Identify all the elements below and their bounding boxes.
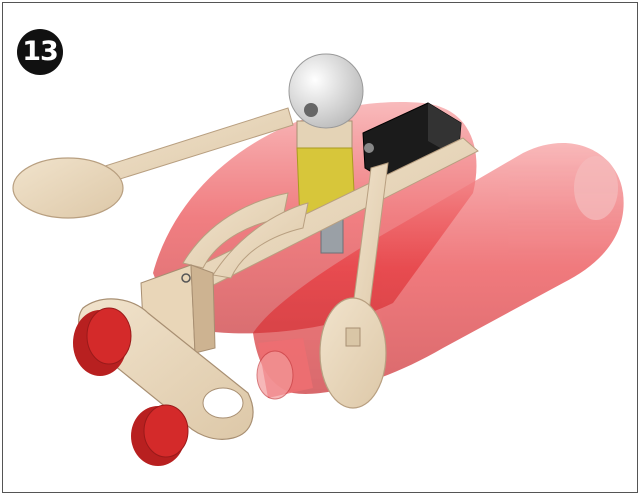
- motor-assembly: [288, 53, 364, 254]
- step-number-badge: 13: [17, 29, 63, 75]
- bottle-cap-lower: [131, 404, 189, 466]
- assembly-illustration: [12, 53, 624, 466]
- illustration-frame: 13: [2, 2, 638, 493]
- left-paddle-arm: [12, 107, 294, 219]
- bottle-cap-upper: [73, 307, 132, 376]
- right-paddle-arm: [319, 162, 389, 409]
